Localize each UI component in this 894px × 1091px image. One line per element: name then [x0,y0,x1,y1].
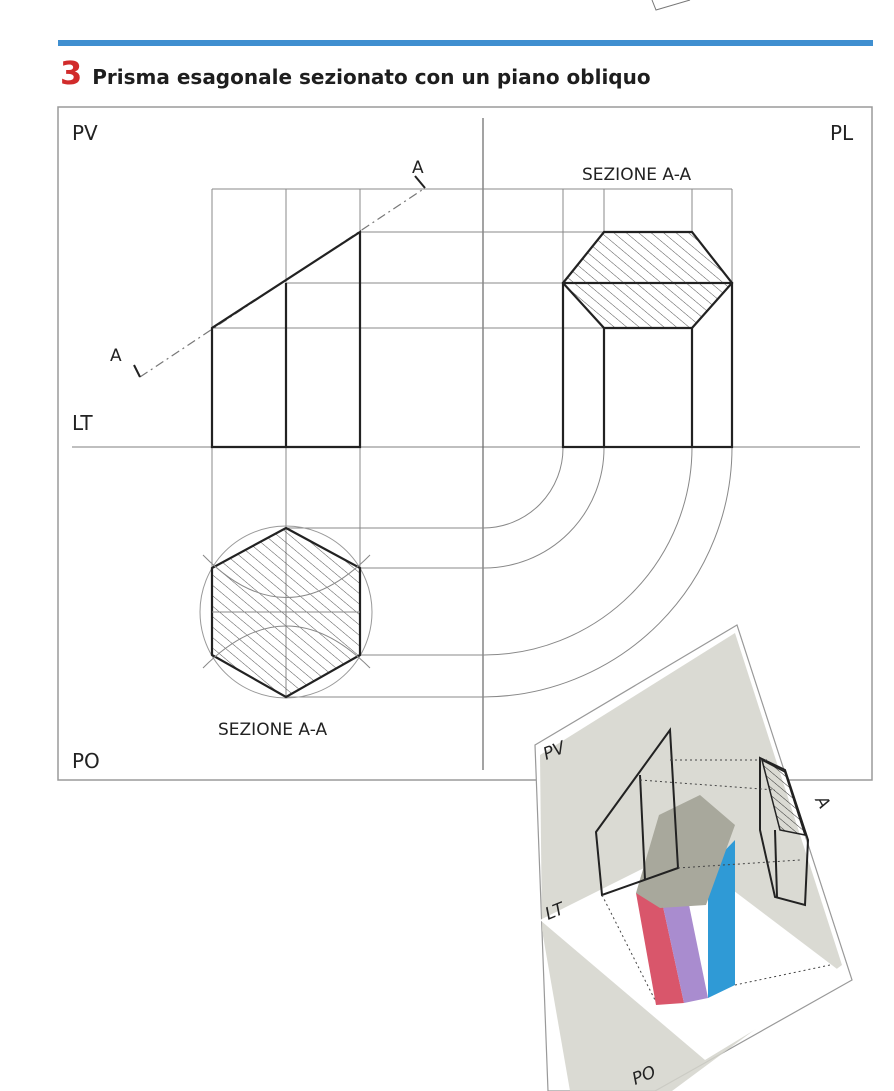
plane-label-pl: PL [830,121,854,145]
inset-hatched-section [760,758,807,836]
isometric-inset: PV LT PO A [534,624,853,1091]
section-separator-rule [58,40,873,46]
exercise-heading: 3 Prisma esagonale sezionato con un pian… [60,54,651,94]
inset-face-red [636,888,684,1005]
ground-line-label: LT [72,411,93,435]
inset-section-face [636,795,735,908]
cut-arrow-bottom [133,364,141,378]
exercise-number: 3 [60,54,83,92]
section-label-plan: SEZIONE A-A [218,720,327,740]
previous-figure-corner [651,0,691,11]
plan-construction-arcs [202,554,371,669]
plane-label-pv: PV [72,121,98,145]
exercise-title: Prisma esagonale sezionato con un piano … [92,65,651,89]
section-label-side: SEZIONE A-A [582,165,691,185]
cut-arrow-top [414,175,426,189]
plane-label-po: PO [72,749,100,773]
cut-mark-bottom: A [110,346,122,366]
inset-projection-lines [601,759,831,1001]
inset-cut-mark: A [810,792,834,813]
front-view-outline [210,229,362,449]
cut-mark-top: A [412,158,424,178]
inset-face-purple [659,888,708,1003]
